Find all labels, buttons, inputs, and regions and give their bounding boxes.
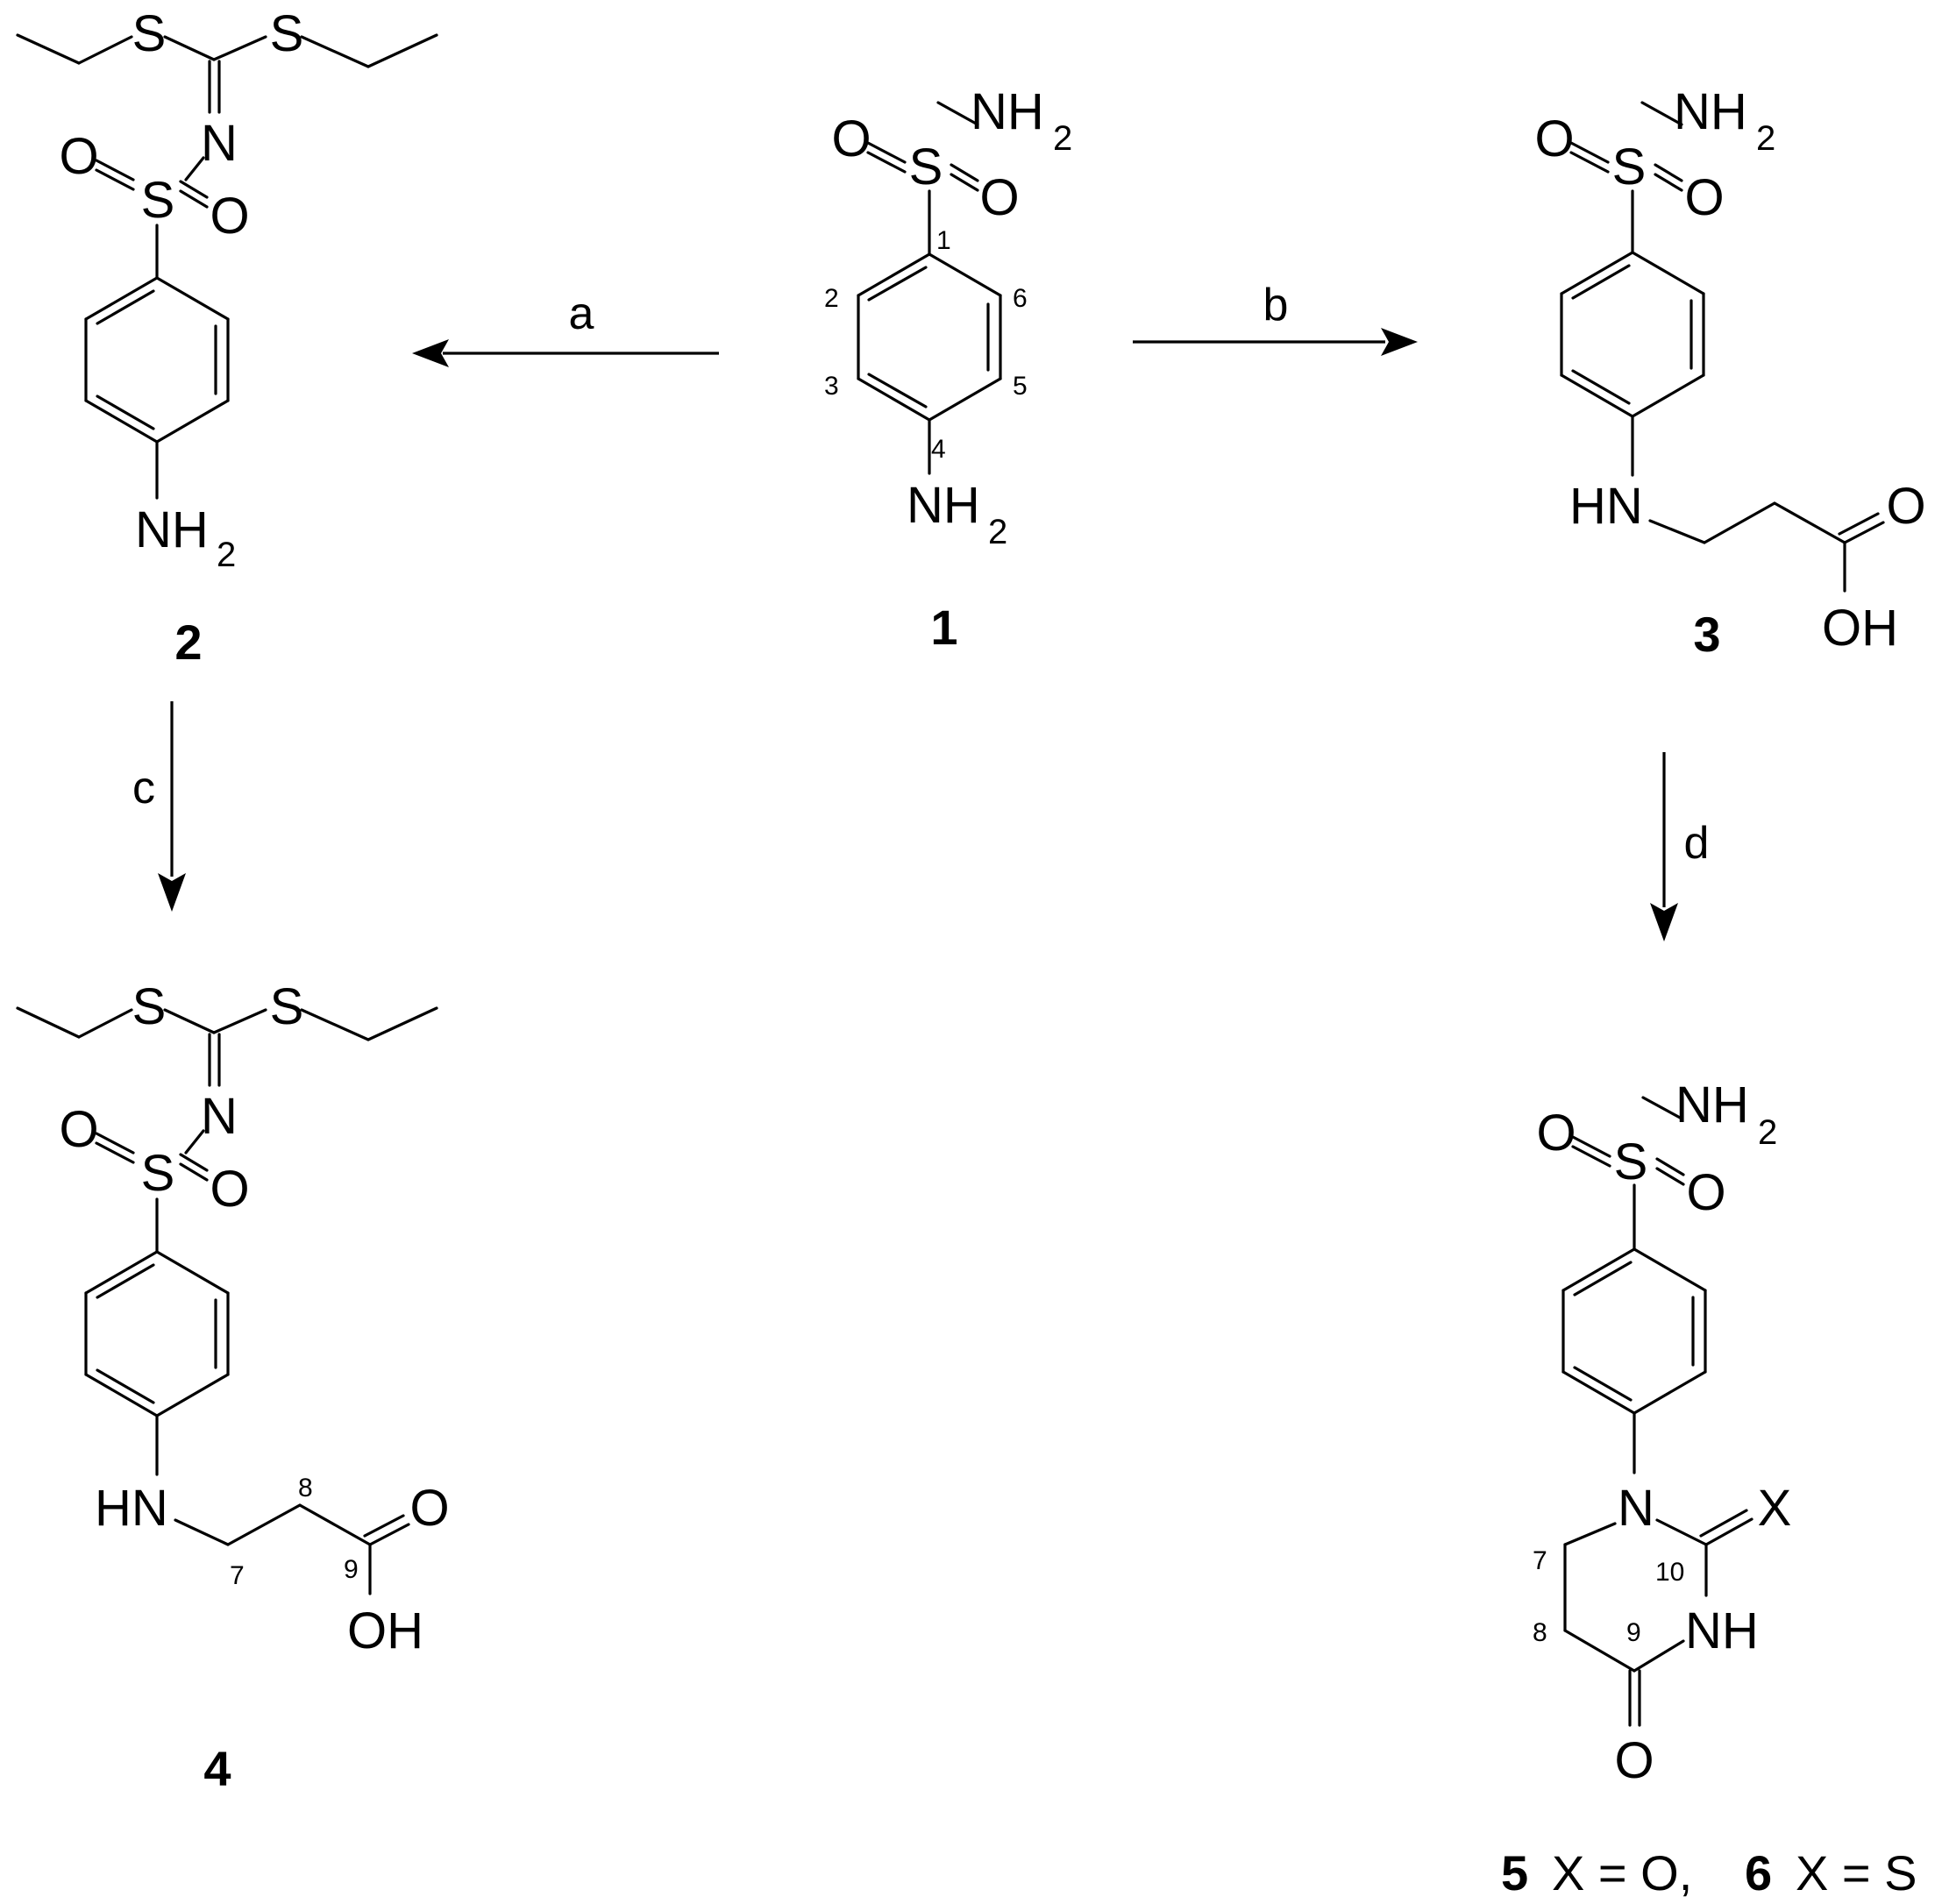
compound-5-6-caption: 5 X = O, 6 X = S (1501, 1845, 1917, 1900)
sulfur-atom: S (270, 978, 304, 1035)
oxygen-atom: O (1534, 110, 1574, 167)
oxygen-atom: O (59, 1101, 98, 1158)
reaction-arrow-d: d (1650, 752, 1709, 941)
oxygen-atom: O (409, 1480, 449, 1537)
hydroxyl-group: OH (347, 1602, 423, 1659)
position-number: 1 (936, 226, 951, 255)
position-number: 10 (1655, 1558, 1684, 1587)
reaction-arrow-c: c (132, 701, 186, 912)
position-number: 8 (1533, 1618, 1547, 1647)
oxygen-atom: O (1536, 1105, 1576, 1162)
compound-label: 6 (1745, 1845, 1772, 1900)
position-number: 5 (1013, 372, 1028, 401)
sulfur-atom: S (132, 5, 167, 62)
reaction-label: d (1684, 818, 1710, 869)
position-number: 3 (824, 372, 839, 401)
amine-group: HN (1569, 478, 1643, 535)
oxygen-atom: O (979, 169, 1019, 226)
amine-group: NH (971, 83, 1044, 140)
substituent-x: X (1758, 1480, 1792, 1537)
sulfur-atom: S (132, 978, 167, 1035)
oxygen-atom: O (1886, 478, 1925, 535)
sulfur-atom: S (141, 172, 175, 229)
compound-label: 3 (1693, 607, 1720, 662)
hydroxyl-group: OH (1822, 600, 1898, 657)
amine-group: NH (1675, 1076, 1749, 1133)
reaction-arrow-a: a (412, 288, 719, 367)
compound-4-structure: S S N S O O HN O OH 7 8 9 (16, 978, 450, 1659)
oxygen-atom: O (1686, 1164, 1725, 1221)
position-number: 7 (230, 1561, 245, 1590)
sulfur-atom: S (1612, 139, 1647, 195)
nitrogen-atom: N (1618, 1480, 1654, 1537)
oxygen-atom: O (831, 110, 871, 167)
sulfur-atom: S (1614, 1133, 1648, 1190)
position-number: 2 (824, 284, 839, 313)
oxygen-atom: O (210, 188, 249, 245)
compound-1-structure: S O O NH 2 NH 2 1 2 3 4 5 6 (824, 83, 1072, 551)
compound-3-structure: S O O NH 2 HN O OH (1534, 83, 1925, 657)
compound-label: 4 (203, 1741, 231, 1796)
compound-label: 1 (930, 600, 957, 655)
subscript: 2 (217, 536, 236, 574)
position-number: 9 (344, 1555, 359, 1584)
amine-group: NH (907, 477, 980, 534)
position-number: 7 (1533, 1546, 1547, 1575)
compound-5-6-structure: S O O NH 2 N X NH O 7 8 9 10 (1533, 1076, 1791, 1789)
amine-group: NH (135, 501, 209, 558)
nitrogen-atom: N (201, 1088, 238, 1145)
oxygen-atom: O (1614, 1732, 1654, 1789)
amine-group: NH (1674, 83, 1747, 140)
reaction-label: b (1263, 280, 1289, 330)
sulfur-atom: S (909, 139, 943, 195)
caption-text: X = S (1796, 1845, 1917, 1900)
compound-label: 5 (1501, 1845, 1528, 1900)
caption-text: X = O, (1552, 1845, 1692, 1900)
subscript: 2 (988, 513, 1007, 551)
reaction-arrow-b: b (1133, 280, 1418, 356)
compound-2-structure: S S N S O O NH 2 (16, 5, 438, 574)
nitrogen-atom: N (201, 115, 238, 172)
oxygen-atom: O (1684, 169, 1724, 226)
position-number: 4 (931, 435, 946, 464)
position-number: 9 (1626, 1618, 1641, 1647)
imide-nh: NH (1685, 1602, 1759, 1659)
amine-group: HN (95, 1480, 168, 1537)
oxygen-atom: O (210, 1161, 249, 1218)
subscript: 2 (1758, 1113, 1777, 1152)
sulfur-atom: S (141, 1145, 175, 1202)
compound-label: 2 (174, 615, 202, 670)
position-number: 8 (298, 1474, 313, 1503)
subscript: 2 (1756, 119, 1775, 158)
position-number: 6 (1013, 284, 1028, 313)
reaction-label: a (569, 288, 594, 339)
sulfur-atom: S (270, 5, 304, 62)
subscript: 2 (1053, 119, 1072, 158)
reaction-label: c (132, 763, 155, 813)
oxygen-atom: O (59, 128, 98, 185)
